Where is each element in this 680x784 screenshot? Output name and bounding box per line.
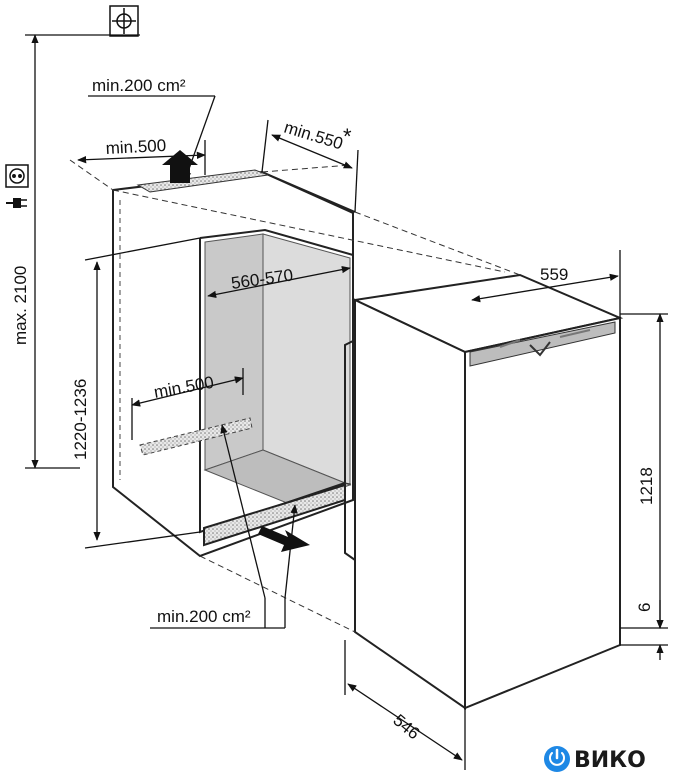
dim-inner-width-line: [207, 266, 351, 298]
label-top-depth: min.500: [105, 136, 166, 158]
label-appliance-height: 1218: [637, 467, 656, 505]
label-niche-depth: min.550: [282, 118, 345, 154]
appliance-body: [351, 273, 624, 710]
label-niche-depth-mark: *: [343, 124, 352, 149]
label-vent-bottom-area: min.200 cm²: [157, 607, 251, 626]
floor-symbol-icon: [109, 5, 139, 37]
logo-text: ВИКО: [574, 748, 646, 773]
socket-icon: [5, 164, 29, 188]
top-vent-strip: [136, 169, 270, 193]
dim-appliance-depth-line: [347, 683, 463, 761]
arrow-in-icon: [258, 526, 310, 552]
label-appliance-width: 559: [540, 265, 568, 284]
label-vent-top-area: min.200 cm²: [92, 76, 186, 95]
label-niche-height: 1220-1236: [71, 379, 90, 460]
label-max-height: max. 2100: [11, 266, 30, 345]
label-door-offset: 6: [635, 603, 654, 612]
niche-floor: [203, 449, 352, 506]
dim-appliance-width-line: [471, 273, 619, 303]
plug-icon: [6, 198, 27, 208]
dim-bottom-depth-line: [131, 376, 244, 407]
arrow-up-icon: [162, 150, 198, 183]
dim-niche-depth-line: [271, 134, 353, 169]
brand-logo: ВИКО: [544, 746, 646, 773]
appliance-door-edge: [344, 339, 356, 561]
